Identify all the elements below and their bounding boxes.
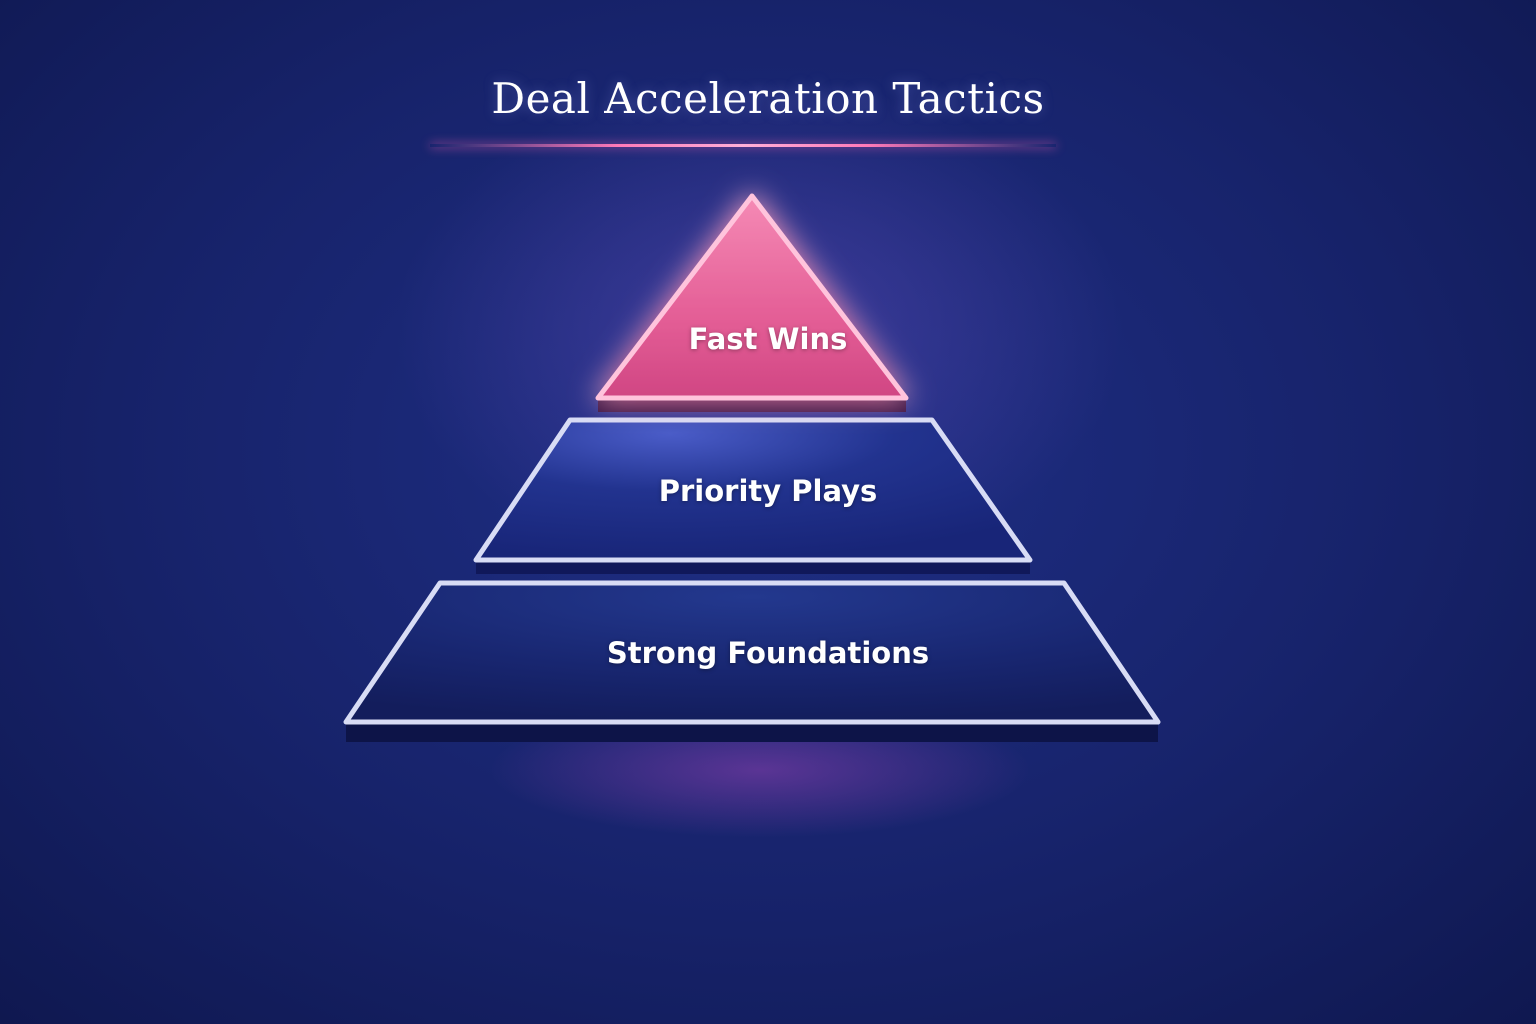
tier-priority-plays [473, 417, 1033, 574]
tier-label-priority-plays: Priority Plays [658, 474, 878, 508]
tier-strong-foundations [343, 580, 1161, 742]
tier-label-fast-wins: Fast Wins [688, 322, 848, 356]
title-underline [430, 144, 1056, 147]
diagram-title: Deal Acceleration Tactics [491, 74, 1045, 123]
tier-label-strong-foundations: Strong Foundations [606, 636, 930, 670]
tier-fast-wins [595, 193, 909, 412]
